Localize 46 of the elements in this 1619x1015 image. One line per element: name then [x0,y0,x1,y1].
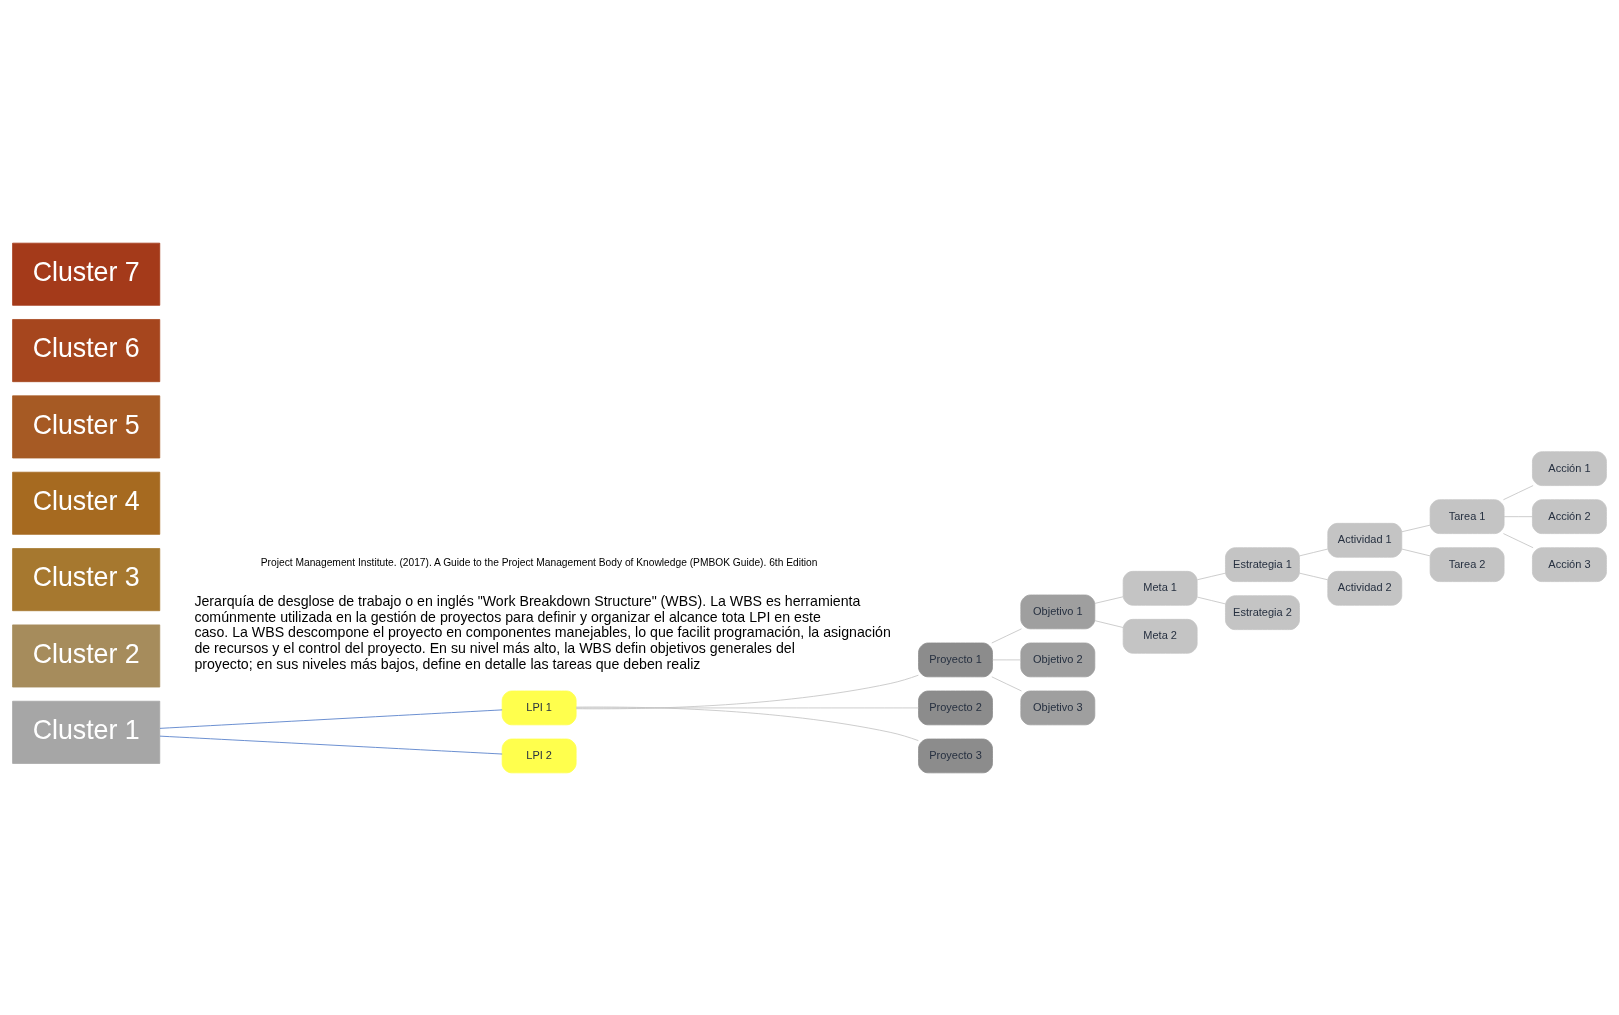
node-box: Objetivo 3 [1020,690,1096,725]
node-box: Actividad 2 [1327,570,1403,606]
connector [575,706,919,741]
node-box: Meta 1 [1122,570,1198,606]
node-box: LPI 1 [501,690,577,725]
connector [991,627,1022,643]
node-box: Cluster 1 [12,700,161,764]
node-box: Proyecto 2 [918,690,993,725]
label: Jerarquía de desglose de trabajo o en inglés "Work Breakdown Structure" (WBS). La WBS es herramienta comúnmente utilizada en la gestión de proyectos para definir y organizar el alcance tota LPI en este caso. La WBS descompone el proyecto en componentes manejables, lo que facilit programación, la asignación de recursos y el control del proyecto. En su nivel más alto, la WBS defin objetivos generales del proyecto; en sus niveles más bajos, define en detalle las tareas que deben realiz [194,592,891,672]
connector [1094,595,1124,604]
node-box: Objetivo 2 [1020,642,1096,677]
connector [159,709,503,729]
node-box: Estrategia 2 [1225,594,1300,630]
node-box: Acción 1 [1532,450,1607,486]
node-box: Cluster 5 [12,394,161,458]
node-box: Proyecto 3 [918,738,993,773]
node-box: Tarea 1 [1429,498,1505,534]
connector [1401,548,1431,556]
node-box: Cluster 3 [12,547,161,611]
connector [1196,596,1226,604]
node-box: Tarea 2 [1429,546,1505,582]
connector [1196,572,1226,580]
node-box: Estrategia 1 [1225,546,1300,582]
connector [576,707,919,708]
connector [1299,572,1329,580]
node-box: Cluster 6 [12,318,161,382]
node-box: Cluster 2 [12,624,161,687]
connector [1401,524,1431,532]
node-box: Actividad 1 [1327,522,1403,558]
connector [1503,532,1534,548]
node-box: Acción 2 [1532,498,1607,534]
node-box: Proyecto 1 [918,642,993,677]
node-box: Cluster 7 [12,242,161,306]
connector [575,674,919,709]
connector [991,675,1022,691]
node-box: LPI 2 [501,738,577,773]
connector [1503,484,1534,500]
connector [1094,619,1124,628]
node-box: Cluster 4 [12,471,161,535]
node-box: Meta 2 [1122,618,1198,654]
label: Project Management Institute. (2017). A Guide to the Project Management Body of Knowledge (PMBOK Guide). 6th Edition [260,556,818,568]
connector [1299,548,1329,556]
connector [1503,515,1533,517]
node-box: Objetivo 1 [1020,594,1096,629]
connector [159,735,503,754]
node-box: Acción 3 [1532,546,1607,582]
